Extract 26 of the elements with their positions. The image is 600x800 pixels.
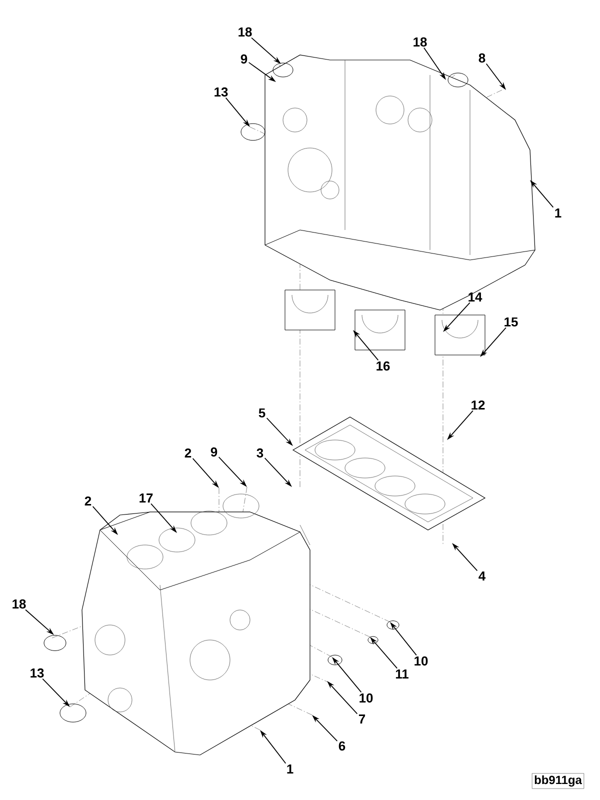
callout-number: 3 (256, 448, 264, 458)
callout-number: 10 (414, 656, 428, 666)
callout-number: 7 (358, 714, 366, 724)
callout-number: 14 (468, 292, 482, 302)
callout-number: 4 (478, 572, 486, 580)
callout-number: 16 (376, 361, 390, 371)
callout-number: 18 (12, 599, 26, 609)
callout-number: 11 (396, 670, 408, 678)
callout-number: 10 (360, 693, 373, 703)
callout-number: 2 (84, 496, 92, 506)
callout-number: 15 (504, 317, 518, 326)
callout-number: 9 (240, 54, 248, 64)
callout-number: 18 (414, 37, 427, 47)
callout-number: 1 (287, 764, 294, 774)
callout-number: 5 (258, 408, 266, 418)
callout-number: 1 (555, 208, 562, 218)
callout-number: 13 (214, 87, 228, 97)
callout-number: 2 (184, 448, 192, 458)
callout-number: 9 (210, 447, 218, 457)
callout-number: 18 (238, 27, 252, 37)
callout-number: 8 (478, 53, 486, 63)
figure-id: bb911ga (532, 773, 584, 789)
callout-number: 6 (338, 741, 346, 751)
callout-number: 13 (30, 668, 44, 678)
callout-number: 17 (140, 494, 153, 502)
callout-number: 12 (472, 400, 485, 410)
